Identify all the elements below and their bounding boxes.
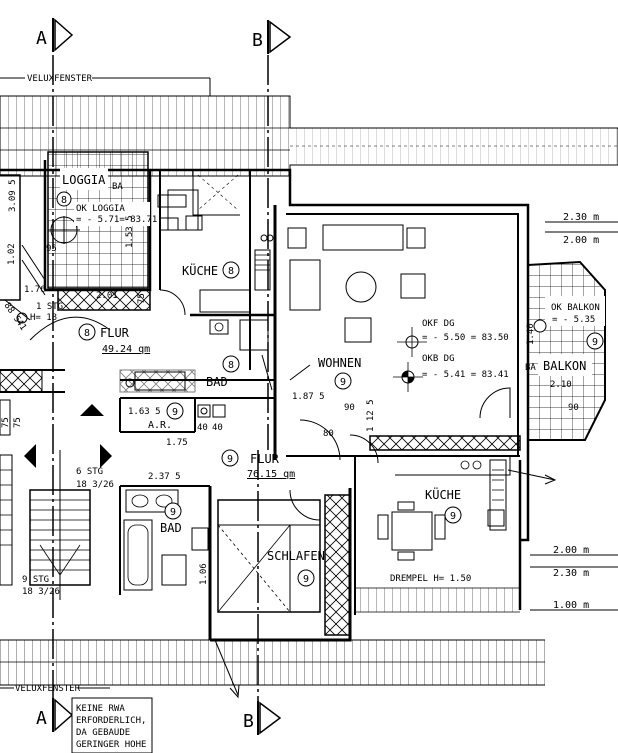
note-box: KEINE RWA ERFORDERLICH, DA GEBAUDE GERIN…	[71, 697, 153, 753]
bad-8-number: 8	[228, 360, 234, 371]
wohnen-name: WOHNEN	[318, 356, 361, 370]
okb-value: = - 5.41 = 83.41	[422, 370, 509, 380]
stair-1-label: 1 STG	[36, 302, 63, 312]
direction-arrows	[24, 404, 112, 468]
balkon-tag: BA	[525, 363, 536, 373]
loggia-name: LOGGIA	[62, 173, 106, 187]
kueche-8-room	[157, 170, 274, 313]
left-stair-bottom	[0, 399, 91, 600]
dim-1875: 1.87 5	[292, 392, 325, 402]
balkon-ok-value: = - 5.35	[552, 315, 595, 325]
balkon-name: BALKON	[543, 359, 586, 373]
height-230-top: 2.30 m	[563, 212, 599, 223]
stair-9-value: 18 3/26	[22, 587, 60, 597]
flur-8-name: FLUR	[100, 326, 130, 340]
note-line-3: DA GEBAUDE	[76, 728, 130, 738]
balkon-number: 9	[592, 337, 598, 348]
dim-80: 80	[323, 429, 334, 439]
section-b-top: B	[252, 30, 263, 51]
loggia-ok-value: = - 5.71= 83.71	[76, 215, 157, 225]
velux-top-leader	[0, 77, 211, 96]
section-b-bottom: B	[243, 711, 254, 732]
height-230-bottom: 2.30 m	[553, 568, 589, 579]
dim-201: 2.01	[96, 291, 118, 301]
loggia-ok-label: OK LOGGIA	[76, 204, 125, 214]
dim-95: 95	[46, 244, 57, 254]
note-line-2: ERFORDERLICH,	[76, 716, 146, 726]
dim-1535: 1.53 5	[125, 215, 135, 248]
bad-8-name: BAD	[206, 375, 228, 389]
wohnen-room	[287, 224, 511, 419]
dim-75c: 75	[13, 417, 23, 428]
okf-value: = - 5.50 = 83.50	[422, 333, 509, 343]
section-a-bottom: A	[36, 708, 47, 729]
roof-bottom-band	[0, 587, 545, 686]
kueche-8-name: KÜCHE	[182, 262, 218, 278]
left-stair-top	[0, 174, 46, 324]
dim-1635: 1.63 5	[128, 407, 161, 417]
dim-3095: 3.09 5	[8, 179, 18, 212]
dim-75b: 75	[1, 417, 11, 428]
drempel-label: DREMPEL H= 1.50	[390, 574, 471, 584]
note-line-1: KEINE RWA	[76, 704, 125, 714]
schlafen-number: 9	[303, 574, 309, 585]
dim-2375: 2.37 5	[148, 472, 181, 482]
dim-176: 1.76	[24, 285, 46, 295]
hatched-walls	[0, 289, 521, 636]
ar-room: 9 A.R. 1.63 5 1.75 40 40	[128, 402, 226, 448]
ar-name: A.R.	[148, 420, 172, 431]
schlafen-name: SCHLAFEN	[267, 549, 325, 563]
stair-6-label: 6 STG	[76, 467, 103, 477]
velux-top-label: VELUXFENSTER	[27, 74, 93, 84]
flur-9-name: FLUR	[250, 452, 280, 466]
dim-40a: 40	[197, 423, 208, 433]
height-200-bottom: 2.00 m	[553, 545, 589, 556]
loggia-number: 8	[61, 195, 67, 206]
bad-9-room	[123, 489, 209, 591]
height-200-top: 2.00 m	[563, 235, 599, 246]
dim-90: 90	[344, 403, 355, 413]
schlafen-room	[217, 489, 321, 613]
section-line-b	[214, 20, 292, 735]
dim-102: 1.02	[7, 243, 17, 265]
height-lines	[530, 221, 618, 611]
flur-9-room: 9 FLUR 76.15 qm 2.37 5	[148, 419, 379, 482]
wohnen-number: 9	[340, 377, 346, 388]
dim-40b: 40	[212, 423, 223, 433]
section-a-top: A	[36, 28, 47, 49]
kueche-9-name: KÜCHE	[425, 486, 461, 502]
bad-9-name: BAD	[160, 521, 182, 535]
height-100: 1.00 m	[553, 600, 589, 611]
bad-9-number: 9	[170, 507, 176, 518]
dim-75a: 75	[137, 293, 147, 304]
dim-106: 1.06	[199, 563, 209, 585]
dim-1125: 1 12 5	[366, 399, 376, 432]
okf-label: OKF DG	[422, 319, 455, 329]
balkon-room: OK BALKON = - 5.35 9 BA BALKON 1.40 2.10…	[525, 260, 606, 441]
velux-bottom-label: VELUXFENSTER	[15, 684, 81, 694]
balkon-ok-label: OK BALKON	[551, 303, 600, 313]
flur-8-room: 8 FLUR 49.24 qm	[29, 289, 186, 355]
kueche-8-number: 8	[228, 266, 234, 277]
ar-number: 9	[172, 407, 178, 418]
flur-8-number: 8	[84, 328, 90, 339]
loggia-room: LOGGIA 8 BA OK LOGGIA = - 5.71= 83.71 1.…	[47, 151, 157, 289]
dim-90b: 90	[568, 403, 579, 413]
flur-9-area: 76.15 qm	[247, 469, 295, 480]
stair-1-value: H= 18	[30, 313, 57, 323]
stair-6-value: 18 3/26	[76, 480, 114, 490]
loggia-tag: BA	[112, 182, 123, 192]
section-line-a	[52, 18, 74, 732]
flur-8-area: 49.24 qm	[102, 344, 150, 355]
dim-175: 1.75	[166, 438, 188, 448]
dim-140: 1.40	[526, 323, 536, 345]
kueche-9-room	[377, 455, 557, 561]
stair-9-label: 9 STG	[22, 575, 49, 585]
note-line-4: GERINGER HOHE	[76, 740, 146, 750]
kueche-9-number: 9	[450, 511, 456, 522]
flur-9-number: 9	[227, 454, 233, 465]
dim-210: 2.10	[550, 380, 572, 390]
okb-label: OKB DG	[422, 354, 455, 364]
